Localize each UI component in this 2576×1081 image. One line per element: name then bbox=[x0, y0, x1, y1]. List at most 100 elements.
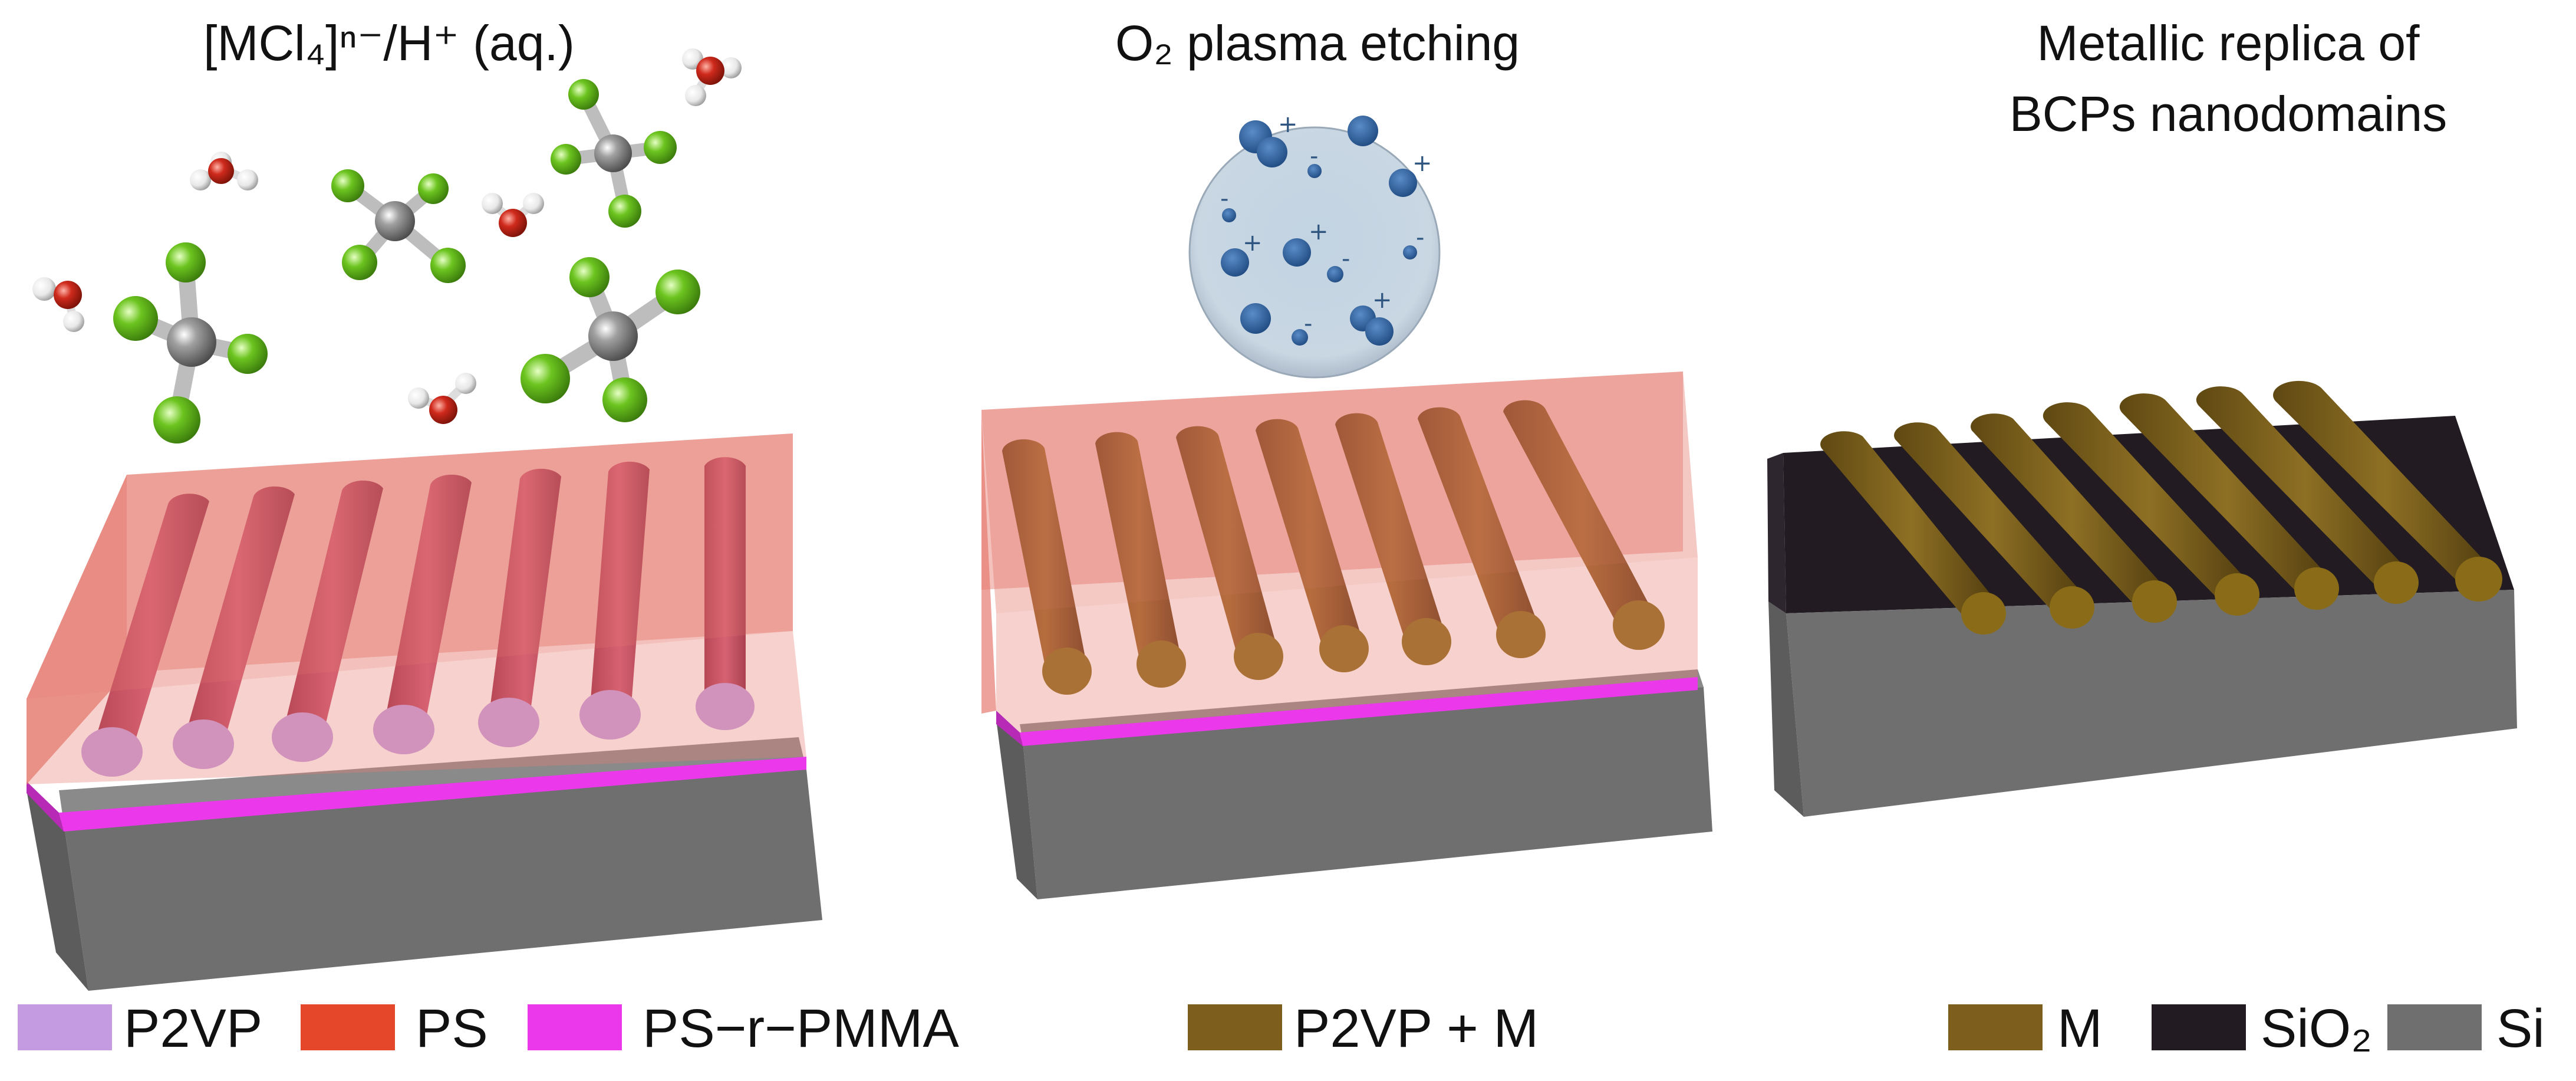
legend-item-p2vp-m: P2VP + M bbox=[1188, 998, 1539, 1059]
metal-nanowire-end bbox=[2374, 561, 2419, 604]
step3-block bbox=[1767, 380, 2517, 817]
sio2-layer-front bbox=[1767, 453, 1786, 613]
p2vp-m-cylinders bbox=[1002, 400, 1665, 695]
p2vp-cylinder bbox=[704, 457, 746, 707]
si-substrate-front bbox=[64, 770, 822, 991]
water-molecule bbox=[682, 48, 742, 106]
legend-swatch-ps bbox=[301, 1004, 395, 1050]
legend-label-ps: PS bbox=[416, 998, 488, 1059]
step3-title-line2: BCPs nanodomains bbox=[2010, 86, 2447, 142]
p2vp-m-cylinder bbox=[1256, 419, 1365, 650]
ps-matrix-top bbox=[981, 372, 1698, 613]
si-substrate-front bbox=[1023, 687, 1712, 899]
legend-item-si: Si bbox=[2387, 998, 2545, 1059]
p2vp-m-cylinder-end bbox=[1402, 618, 1451, 665]
water-molecule bbox=[408, 373, 476, 424]
legend-item-m: M bbox=[1948, 998, 2103, 1059]
water-molecule bbox=[32, 277, 84, 332]
plasma-plus-sign: + bbox=[1243, 229, 1263, 257]
p2vp-m-cylinder-end bbox=[1496, 611, 1546, 658]
plasma-plus-sign: + bbox=[1309, 218, 1329, 245]
si-substrate-side bbox=[27, 790, 88, 991]
ps-matrix-side bbox=[981, 413, 996, 714]
step3-title-line1: Metallic replica of bbox=[2037, 15, 2420, 71]
p2vp-cylinder bbox=[183, 486, 295, 744]
p2vp-cylinder-end bbox=[272, 712, 333, 762]
brush-layer-front bbox=[59, 757, 806, 832]
legend-swatch-p2vp-m bbox=[1188, 1004, 1282, 1050]
metal-nanowire-end bbox=[2455, 557, 2502, 602]
mcl4-molecule bbox=[521, 257, 700, 422]
p2vp-cylinder bbox=[282, 480, 383, 737]
metal-nanowire bbox=[2273, 380, 2496, 590]
ps-matrix-front bbox=[27, 631, 806, 784]
p2vp-m-cylinder bbox=[1418, 407, 1541, 636]
step1-title: [MCl₄]ⁿ⁻/H⁺ (aq.) bbox=[203, 15, 575, 71]
ps-matrix-front bbox=[996, 557, 1698, 732]
legend-label-si: Si bbox=[2496, 998, 2545, 1059]
metal-nanowire-end bbox=[2132, 580, 2177, 623]
legend-item-sio2: SiO₂ bbox=[2152, 998, 2372, 1059]
si-substrate-side bbox=[1768, 602, 1804, 817]
p2vp-cylinder-end bbox=[373, 705, 434, 754]
metal-nanowire bbox=[1971, 413, 2172, 613]
plasma-minus-sign: - bbox=[1342, 245, 1350, 272]
mcl4-molecule bbox=[551, 79, 677, 228]
p2vp-m-cylinder-end bbox=[1234, 633, 1283, 680]
legend-swatch-sio2 bbox=[2152, 1004, 2246, 1050]
plasma-plus-sign: + bbox=[1412, 150, 1432, 177]
brush-layer-front bbox=[1020, 677, 1698, 746]
metal-nanowire-end bbox=[1961, 592, 2006, 635]
brush-layer-side bbox=[996, 711, 1023, 746]
legend-label-p2vp-m: P2VP + M bbox=[1294, 998, 1539, 1059]
legend-item-p2vp: P2VP bbox=[18, 998, 262, 1059]
p2vp-cylinder-end bbox=[478, 698, 539, 747]
legend-label-ps-r-pmma: PS−r−PMMA bbox=[643, 998, 959, 1059]
metal-nanowires bbox=[1820, 380, 2502, 635]
legend: P2VP PS PS−r−PMMA P2VP + M M SiO₂ Si bbox=[18, 998, 2545, 1059]
metal-nanowire-end bbox=[2050, 586, 2094, 629]
legend-label-p2vp: P2VP bbox=[124, 998, 262, 1059]
plasma-minus-sign: - bbox=[1310, 143, 1318, 170]
p2vp-cylinder-end bbox=[173, 719, 234, 769]
p2vp-m-cylinder bbox=[1335, 413, 1447, 643]
p2vp-cylinder bbox=[589, 461, 650, 715]
legend-label-sio2: SiO₂ bbox=[2261, 998, 2372, 1059]
si-substrate-front bbox=[1786, 590, 2517, 817]
p2vp-cylinder-end bbox=[81, 727, 143, 777]
water-molecule bbox=[482, 193, 544, 237]
step2-title: O₂ plasma etching bbox=[1115, 15, 1520, 71]
legend-swatch-m bbox=[1948, 1004, 2043, 1050]
metal-nanowire bbox=[2119, 393, 2334, 600]
p2vp-cylinder-end bbox=[696, 683, 755, 730]
metal-nanowire bbox=[1894, 422, 2090, 619]
legend-swatch-p2vp bbox=[18, 1004, 112, 1050]
p2vp-m-cylinder-end bbox=[1613, 600, 1665, 650]
p2vp-m-cylinder bbox=[1095, 432, 1182, 665]
plasma-sphere: + - + - + + - - - + bbox=[1188, 111, 1441, 379]
water-molecule bbox=[190, 152, 258, 190]
step2-block bbox=[981, 372, 1712, 899]
plasma-minus-sign: - bbox=[1416, 224, 1424, 251]
p2vp-m-cylinder-end bbox=[1319, 625, 1369, 672]
metal-nanowire bbox=[2043, 402, 2255, 606]
p2vp-cylinder bbox=[91, 494, 209, 752]
legend-swatch-si bbox=[2387, 1004, 2482, 1050]
metal-nanowire-end bbox=[2215, 573, 2259, 616]
metal-nanowire bbox=[1820, 431, 2001, 625]
legend-label-m: M bbox=[2057, 998, 2103, 1059]
metal-nanowire bbox=[2196, 386, 2414, 594]
p2vp-m-cylinder-end bbox=[1042, 648, 1092, 695]
p2vp-cylinder bbox=[383, 474, 472, 730]
mcl4-molecule bbox=[113, 242, 268, 443]
p2vp-cylinders bbox=[81, 457, 755, 777]
ps-matrix-side bbox=[27, 475, 127, 784]
p2vp-m-cylinder bbox=[1503, 400, 1659, 626]
step1-block bbox=[27, 433, 822, 991]
plasma-minus-sign: - bbox=[1304, 310, 1312, 337]
legend-item-ps-r-pmma: PS−r−PMMA bbox=[528, 998, 959, 1059]
brush-layer-side bbox=[27, 781, 64, 832]
ps-matrix-top bbox=[27, 433, 793, 699]
si-substrate-side bbox=[996, 719, 1037, 899]
p2vp-cylinder-end bbox=[579, 690, 641, 740]
